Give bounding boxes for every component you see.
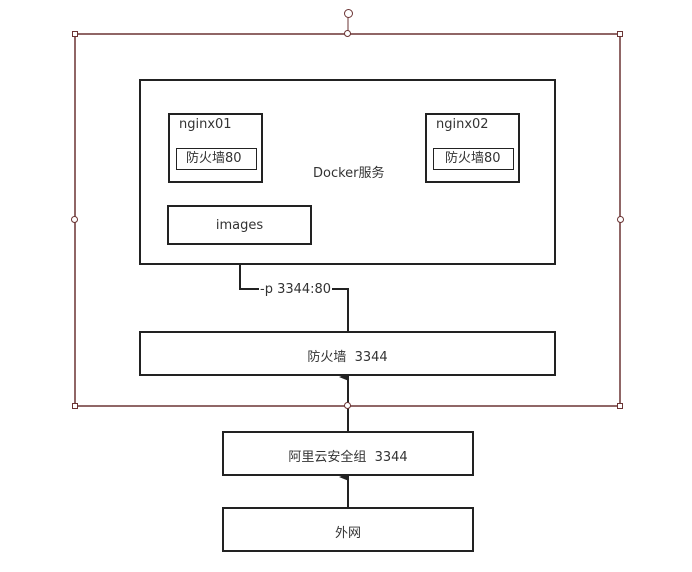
aliyun-security-group-box[interactable]: 阿里云安全组 3344 (222, 431, 474, 476)
images-box[interactable]: images (167, 205, 312, 245)
server-firewall-label: 防火墙 3344 (307, 350, 388, 365)
container-name: nginx01 (179, 117, 232, 132)
resize-handle-top[interactable] (344, 30, 351, 37)
container-nginx01[interactable]: nginx01 防火墙80 (168, 113, 263, 183)
container-firewall[interactable]: 防火墙80 (433, 148, 514, 170)
container-name: nginx02 (436, 117, 489, 132)
resize-handle-right[interactable] (617, 216, 624, 223)
docker-service-label: Docker服务 (313, 166, 385, 181)
resize-handle-bottom-left[interactable] (72, 403, 78, 409)
internet-label: 外网 (334, 526, 361, 541)
resize-handle-left[interactable] (71, 216, 78, 223)
rotate-handle[interactable] (344, 9, 353, 18)
server-firewall-box[interactable]: 防火墙 3344 (139, 331, 556, 376)
container-firewall[interactable]: 防火墙80 (176, 148, 257, 170)
aliyun-security-group-label: 阿里云安全组 3344 (288, 450, 408, 465)
resize-handle-bottom-right[interactable] (617, 403, 623, 409)
container-firewall-label: 防火墙80 (445, 151, 501, 166)
container-nginx02[interactable]: nginx02 防火墙80 (425, 113, 520, 183)
port-mapping-label: -p 3344:80 (259, 282, 333, 297)
resize-handle-top-left[interactable] (72, 31, 78, 37)
images-label: images (215, 218, 264, 233)
resize-handle-bottom[interactable] (344, 402, 351, 409)
container-firewall-label: 防火墙80 (186, 151, 242, 166)
internet-box[interactable]: 外网 (222, 507, 474, 552)
resize-handle-top-right[interactable] (617, 31, 623, 37)
